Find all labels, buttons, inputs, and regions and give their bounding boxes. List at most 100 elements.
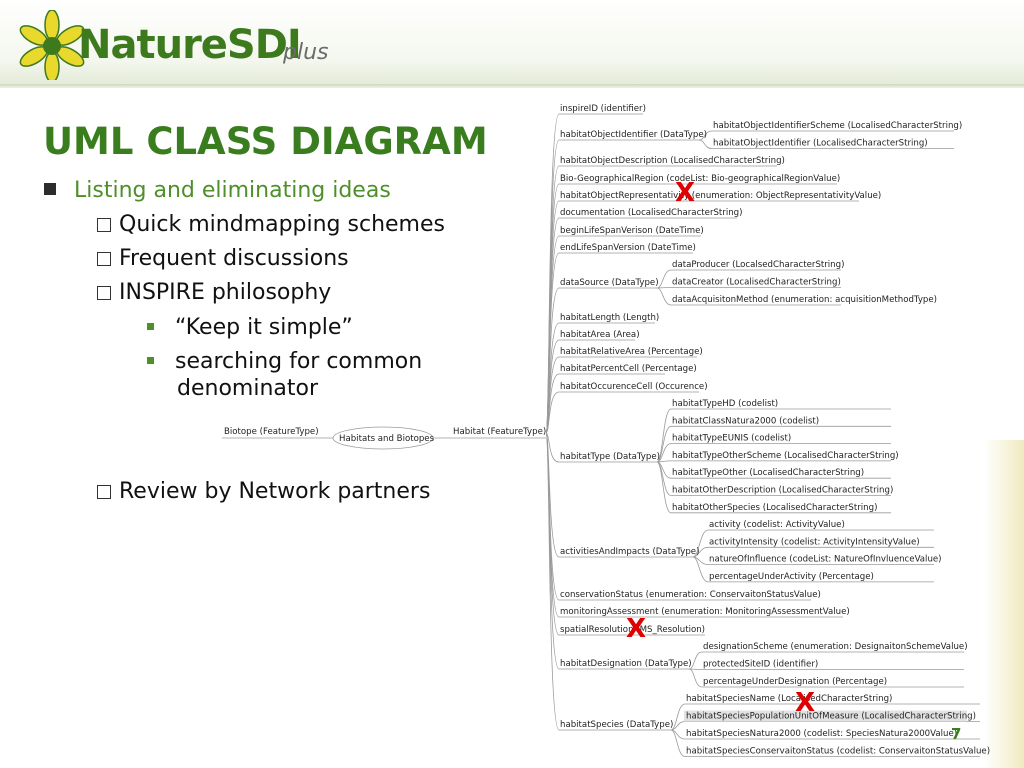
branch-line xyxy=(670,721,686,731)
attribute-label: habitatSpecies (DataType) xyxy=(560,720,673,730)
attribute-label: habitatPercentCell (Percentage) xyxy=(560,364,697,374)
hollow-square-bullet-icon xyxy=(97,286,111,300)
attribute-label: Bio-GeographicalRegion (codeList: Bio-ge… xyxy=(560,174,840,184)
attribute-label: spatialResolution (MS_Resolution) xyxy=(560,625,705,635)
child-attribute-label: designationScheme (enumeration: Designai… xyxy=(703,642,968,652)
bullet-text: Review by Network partners xyxy=(119,479,431,504)
child-attribute-label: dataProducer (LocalsedCharacterString) xyxy=(672,260,844,270)
slide-header xyxy=(0,0,1024,86)
eliminated-x-mark: X xyxy=(675,178,695,208)
child-attribute-label: habitatSpeciesPopulationUnitOfMeasure (L… xyxy=(686,712,976,722)
child-attribute-label: percentageUnderDesignation (Percentage) xyxy=(703,677,887,687)
branch-line xyxy=(670,729,686,757)
square-bullet-icon xyxy=(44,183,56,195)
branch-line xyxy=(692,556,709,583)
decorative-corner xyxy=(984,440,1024,768)
attribute-label: inspireID (identifier) xyxy=(560,104,646,114)
branch-line xyxy=(698,130,713,141)
bullet-level3: searching for common xyxy=(147,349,422,374)
slide-number: 7 xyxy=(951,725,962,743)
child-attribute-label: percentageUnderActivity (Percentage) xyxy=(709,572,874,582)
child-attribute-label: habitatTypeEUNIS (codelist) xyxy=(672,434,791,444)
attribute-label: habitatRelativeArea (Percentage) xyxy=(560,347,703,357)
header-divider xyxy=(0,84,1024,88)
child-attribute-label: habitatClassNatura2000 (codelist) xyxy=(672,416,819,426)
child-attribute-label: protectedSiteID (identifier) xyxy=(703,660,818,670)
attribute-label: endLifeSpanVersion (DateTime) xyxy=(560,243,696,253)
attribute-label: habitatLength (Length) xyxy=(560,313,659,323)
eliminated-x-mark: X xyxy=(626,614,646,644)
flower-logo-icon xyxy=(19,10,85,80)
branch-line xyxy=(688,668,703,688)
branch-line xyxy=(545,287,560,434)
child-attribute-label: activity (codelist: ActivityValue) xyxy=(709,520,845,530)
center-node-label: Habitats and Biotopes xyxy=(339,434,435,444)
bullet-level2: Frequent discussions xyxy=(97,246,349,271)
child-attribute-label: habitatSpeciesConservaitonStatus (codeli… xyxy=(686,747,990,757)
child-attribute-label: dataAcquisitonMethod (enumeration: acqui… xyxy=(672,295,937,305)
child-attribute-label: habitatOtherDescription (LocalisedCharac… xyxy=(672,486,893,496)
bullet-level2: INSPIRE philosophy xyxy=(97,280,331,305)
branch-line xyxy=(692,546,709,558)
brand-logo-text: NatureSDI xyxy=(78,22,302,68)
small-square-bullet-icon xyxy=(147,323,154,330)
child-attribute-label: activityIntensity (codelist: ActivityInt… xyxy=(709,537,920,547)
branch-line xyxy=(545,432,560,670)
child-attribute-label: habitatSpeciesName (LocalisedCharacterSt… xyxy=(686,694,892,704)
attribute-label: habitatObjectRepresentativity (enumerati… xyxy=(560,191,881,201)
attribute-label: habitatOccurenceCell (Occurence) xyxy=(560,382,708,392)
branch-line xyxy=(670,703,686,731)
attribute-label: habitatType (DataType) xyxy=(560,452,660,462)
brand-logo-plus: plus xyxy=(283,40,329,65)
highlight-box xyxy=(684,710,967,722)
bullet-text: searching for common xyxy=(175,349,423,374)
child-attribute-label: dataCreator (LocalisedCharacterString) xyxy=(672,278,841,288)
bullet-level2: Review by Network partners xyxy=(97,479,430,504)
attribute-label: habitatObjectDescription (LocalisedChara… xyxy=(560,156,785,166)
child-attribute-label: habitatTypeHD (codelist) xyxy=(672,399,778,409)
attribute-label: monitoringAssessment (enumeration: Monit… xyxy=(560,607,850,617)
child-attribute-label: habitatTypeOther (LocalisedCharacterStri… xyxy=(672,468,864,478)
attribute-label: habitatArea (Area) xyxy=(560,330,640,340)
child-attribute-label: habitatTypeOtherScheme (LocalisedCharact… xyxy=(672,451,899,461)
hollow-square-bullet-icon xyxy=(97,252,111,266)
bullet-level2: Quick mindmapping schemes xyxy=(97,212,445,237)
right-node-label: Habitat (FeatureType) xyxy=(453,427,546,437)
left-node-label: Biotope (FeatureType) xyxy=(224,427,319,437)
branch-line xyxy=(656,269,672,289)
attribute-label: activitiesAndImpacts (DataType) xyxy=(560,547,699,557)
child-attribute-label: habitatObjectIdentifier (LocalisedCharac… xyxy=(713,139,928,149)
branch-line xyxy=(545,432,560,731)
branch-line xyxy=(656,287,672,289)
branch-line xyxy=(656,461,672,514)
bullet-level3-continuation: denominator xyxy=(177,376,318,401)
bullet-level1: Listing and eliminating ideas xyxy=(44,178,391,203)
bullet-text: “Keep it simple” xyxy=(175,315,353,340)
bullet-text: Listing and eliminating ideas xyxy=(74,178,391,203)
bullet-text: INSPIRE philosophy xyxy=(119,280,332,305)
attribute-label: habitatDesignation (DataType) xyxy=(560,659,692,669)
attribute-label: conservationStatus (enumeration: Conserv… xyxy=(560,590,821,600)
slide-title: UML CLASS DIAGRAM xyxy=(43,120,488,163)
child-attribute-label: habitatOtherSpecies (LocalisedCharacterS… xyxy=(672,503,877,513)
branch-line xyxy=(545,391,560,434)
eliminated-x-mark: X xyxy=(795,688,815,718)
small-square-bullet-icon xyxy=(147,357,154,364)
bullet-text: Frequent discussions xyxy=(119,246,349,271)
branch-line xyxy=(688,651,703,670)
bullet-text: denominator xyxy=(177,376,319,401)
attribute-label: dataSource (DataType) xyxy=(560,278,659,288)
hollow-square-bullet-icon xyxy=(97,485,111,499)
bullet-text: Quick mindmapping schemes xyxy=(119,212,445,237)
bullet-level3: “Keep it simple” xyxy=(147,315,353,340)
branch-line xyxy=(545,432,560,463)
branch-line xyxy=(656,443,672,463)
branch-line xyxy=(688,668,703,670)
branch-line xyxy=(656,425,672,463)
branch-line xyxy=(656,287,672,306)
child-attribute-label: habitatObjectIdentifierScheme (Localised… xyxy=(713,121,962,131)
child-attribute-label: natureOfInfluence (codeList: NatureOfInv… xyxy=(709,555,942,565)
branch-line xyxy=(692,529,709,558)
hollow-square-bullet-icon xyxy=(97,218,111,232)
